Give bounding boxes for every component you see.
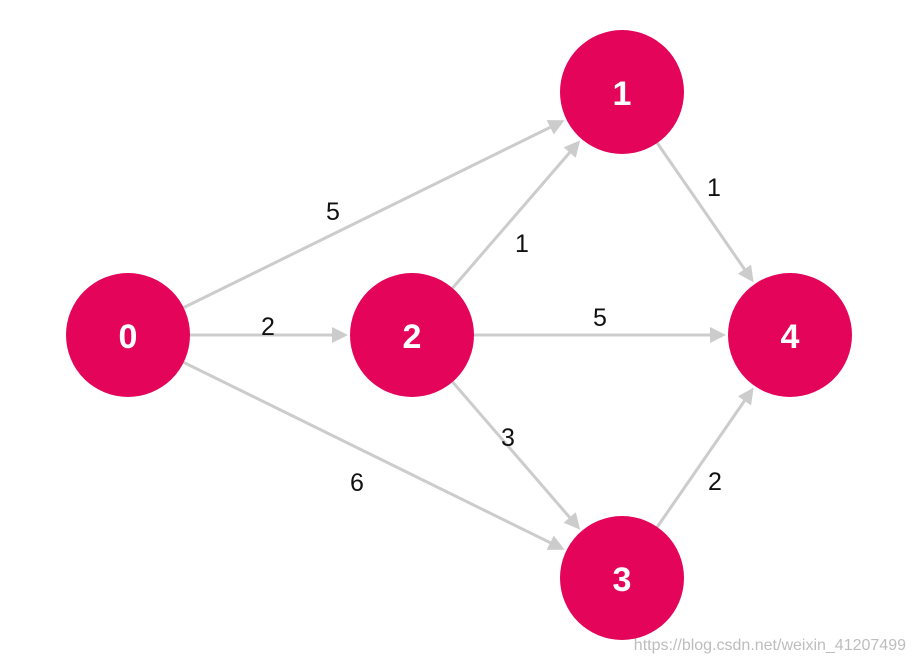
arrowhead-2-to-3 (563, 512, 581, 530)
node-circle-4 (728, 273, 852, 397)
node-4: 4 (728, 273, 852, 397)
nodes-layer: 0 1 2 3 4 (66, 30, 852, 640)
edge-0-to-3 (181, 360, 553, 545)
arrowhead-2-to-4 (710, 327, 726, 343)
arrowhead-0-to-1 (546, 120, 565, 135)
node-label-4: 4 (781, 318, 800, 356)
edge-weight-1-to-4: 1 (707, 174, 721, 202)
edge-3-to-4 (654, 398, 747, 530)
watermark-text: https://blog.csdn.net/weixin_41207499 (634, 637, 906, 654)
arrowhead-2-to-1 (563, 140, 581, 158)
node-circle-2 (350, 273, 474, 397)
edge-weight-0-to-1: 5 (326, 198, 340, 226)
edge-1-to-4 (654, 140, 747, 272)
edge-weight-2-to-1: 1 (515, 230, 529, 258)
node-2: 2 (350, 273, 474, 397)
edge-weight-2-to-3: 3 (501, 424, 515, 452)
edge-2-to-1 (450, 150, 573, 291)
node-circle-3 (560, 516, 684, 640)
node-label-3: 3 (613, 561, 632, 599)
edge-labels-layer: 5 2 6 1 5 3 1 2 (261, 174, 722, 497)
edge-weight-0-to-3: 6 (350, 469, 364, 497)
arrowhead-3-to-4 (737, 387, 754, 406)
node-label-2: 2 (403, 318, 422, 356)
arrowhead-0-to-3 (546, 535, 565, 550)
arrowhead-1-to-4 (737, 264, 754, 283)
node-circle-1 (560, 30, 684, 154)
edge-0-to-1 (181, 125, 553, 310)
node-3: 3 (560, 516, 684, 640)
edge-weight-3-to-4: 2 (708, 468, 722, 496)
edge-2-to-3 (450, 379, 573, 520)
edge-weight-2-to-4: 5 (593, 304, 607, 332)
arrowhead-0-to-2 (332, 327, 348, 343)
node-label-0: 0 (119, 318, 138, 356)
edges-layer (181, 120, 754, 550)
node-label-1: 1 (613, 75, 632, 113)
node-1: 1 (560, 30, 684, 154)
node-0: 0 (66, 273, 190, 397)
node-circle-0 (66, 273, 190, 397)
edge-weight-0-to-2: 2 (261, 313, 275, 341)
